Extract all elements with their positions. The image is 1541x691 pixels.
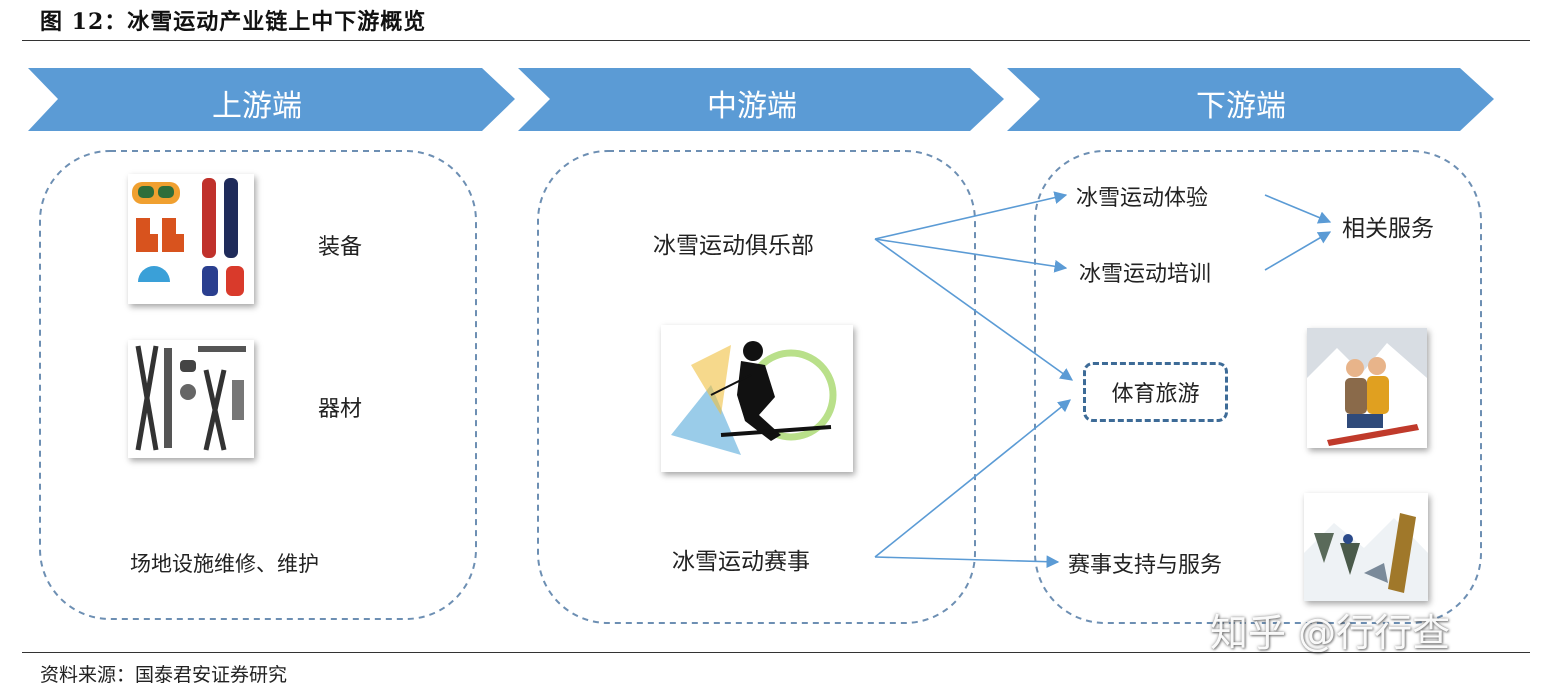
tourism-box: 体育旅游	[1083, 362, 1228, 422]
source-note: 资料来源：国泰君安证券研究	[40, 664, 288, 686]
midstream-header: 中游端	[707, 89, 797, 124]
arrow-club-training	[874, 238, 1068, 273]
watermark: 知乎 @行行查	[1210, 611, 1451, 655]
equipment-label: 装备	[318, 235, 363, 260]
equipment-image	[128, 174, 254, 304]
arrow-club-experience	[874, 191, 1068, 240]
tourism-image	[1307, 328, 1427, 448]
arrow-events-support	[874, 555, 1060, 569]
experience-label: 冰雪运动体验	[1076, 186, 1209, 211]
equipment-icon	[132, 178, 244, 296]
upstream-box	[39, 150, 477, 620]
events-label: 冰雪运动赛事	[672, 549, 810, 575]
club-label: 冰雪运动俱乐部	[653, 233, 814, 259]
midstream-box	[537, 150, 976, 624]
top-rule	[22, 40, 1530, 41]
training-label: 冰雪运动培训	[1079, 262, 1212, 287]
ski-gear-icon	[135, 345, 246, 451]
midstream-banner	[518, 68, 1004, 131]
downstream-header: 下游端	[1196, 89, 1286, 124]
figure-title: 图 12：冰雪运动产业链上中下游概览	[40, 9, 427, 35]
arrow-club-tourism	[874, 238, 1074, 381]
gear-label: 器材	[318, 397, 363, 422]
tourism-label: 体育旅游	[1111, 382, 1200, 407]
arrow-training-related	[1264, 231, 1332, 271]
event-support-image	[1304, 493, 1428, 601]
upstream-header: 上游端	[212, 89, 302, 124]
maintenance-label: 场地设施维修、维护	[130, 552, 319, 576]
snow-scene-icon	[1304, 513, 1428, 601]
skier-icon	[671, 341, 837, 455]
upstream-banner	[28, 68, 515, 131]
downstream-banner	[1007, 68, 1494, 131]
related-services-label: 相关服务	[1342, 216, 1434, 242]
bottom-rule	[22, 652, 1530, 653]
arrow-events-tourism	[874, 399, 1071, 558]
event-support-label: 赛事支持与服务	[1068, 553, 1223, 578]
gear-image	[128, 340, 254, 458]
skier-image	[661, 325, 853, 472]
arrow-experience-related	[1264, 194, 1332, 224]
snowboarders-icon	[1307, 328, 1427, 446]
